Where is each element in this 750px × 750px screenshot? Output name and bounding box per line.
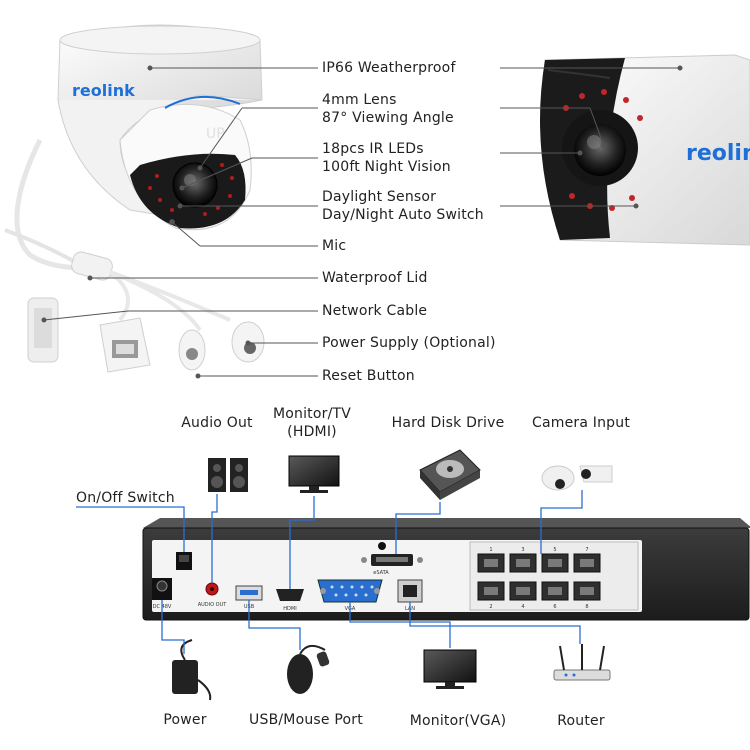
label-hard-disk: Hard Disk Drive [391, 415, 505, 431]
label-monitor-vga: Monitor(VGA) [409, 713, 507, 729]
cable-harness [4, 228, 265, 373]
router-icon [553, 644, 611, 681]
camera-input-icon [541, 465, 613, 491]
port-number-bottom: 8 [585, 604, 588, 610]
mouse-icon [287, 644, 330, 694]
feature-power-supply: Power Supply (Optional) [322, 335, 496, 351]
speakers-icon [208, 458, 248, 492]
feature-network-cable: Network Cable [322, 303, 428, 319]
dome-brand-logo: reolink [72, 81, 135, 100]
label-monitor-tv: Monitor/TV (HDMI) [272, 406, 352, 440]
vga-monitor-icon [423, 649, 477, 689]
port-number-bottom: 6 [553, 604, 556, 610]
feature-lens: 4mm Lens 87° Viewing Angle [322, 92, 454, 126]
vga-port [317, 579, 383, 603]
hdmi-port [276, 589, 304, 601]
feature-reset-button: Reset Button [322, 368, 415, 384]
feature-weatherproof: IP66 Weatherproof [322, 60, 456, 76]
power-adapter-icon [172, 639, 212, 701]
feature-ir-leds: 18pcs IR LEDs 100ft Night Vision [322, 141, 451, 175]
svg-text:UP: UP [206, 126, 225, 142]
feature-mic: Mic [322, 238, 347, 254]
bullet-camera: reolink [540, 54, 750, 246]
svg-text:AUDIO OUT: AUDIO OUT [198, 602, 228, 608]
label-audio-out: Audio Out [181, 415, 253, 431]
port-number-top: 1 [489, 547, 492, 553]
label-usb-mouse: USB/Mouse Port [249, 712, 363, 728]
dome-camera: reolink UP [14, 24, 263, 282]
label-camera-input: Camera Input [531, 415, 631, 431]
svg-text:HDMI: HDMI [283, 606, 296, 612]
camera-callout-lines [41, 65, 683, 379]
port-number-top: 5 [553, 547, 556, 553]
nvr-connection-lines [76, 490, 583, 654]
svg-text:eSATA: eSATA [373, 570, 389, 576]
port-number-top: 7 [585, 547, 588, 553]
feature-daylight-sensor: Daylight Sensor Day/Night Auto Switch [322, 189, 484, 223]
tv-monitor-icon [288, 455, 340, 493]
feature-waterproof-lid: Waterproof Lid [322, 270, 428, 286]
port-number-bottom: 4 [521, 604, 524, 610]
port-number-top: 3 [521, 547, 524, 553]
hard-drive-icon [419, 449, 481, 500]
label-on-off-switch: On/Off Switch [76, 490, 175, 506]
bullet-brand-logo: reolink [686, 141, 750, 166]
label-power: Power [163, 712, 207, 728]
port-number-bottom: 2 [489, 604, 492, 610]
nvr-recorder: eSATA AUDIO OUT USB HDMI VGA LAN DC 48V … [142, 518, 750, 621]
label-router: Router [557, 713, 605, 729]
